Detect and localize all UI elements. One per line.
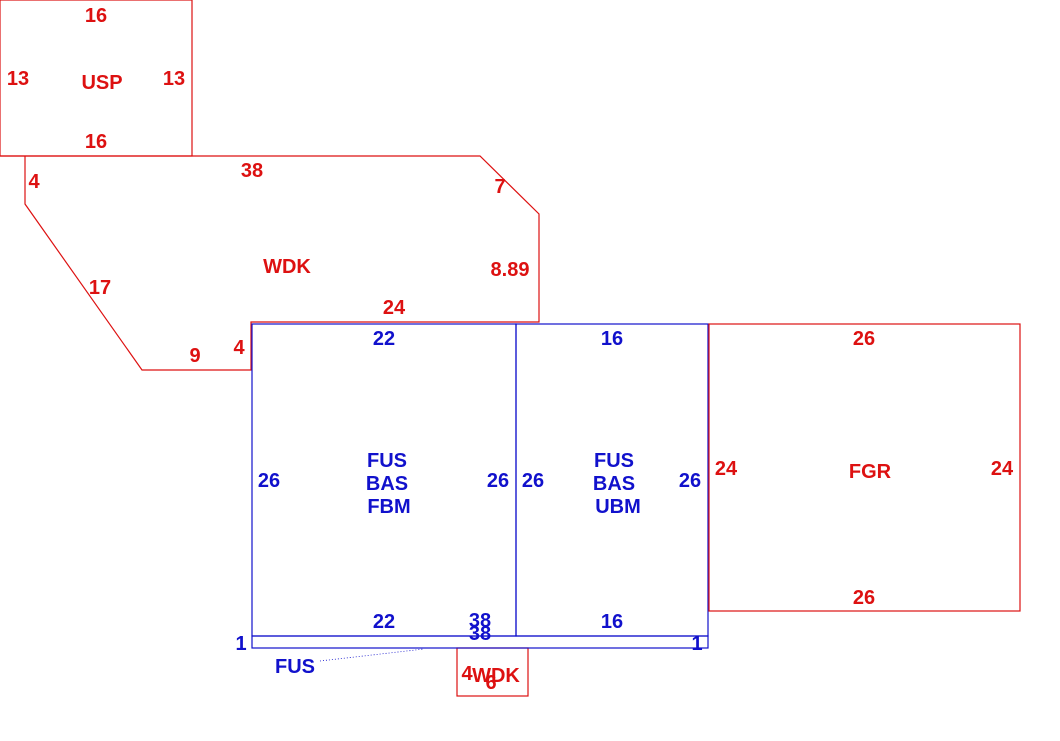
wdk-main-dim-bottom-left: 9 — [189, 345, 200, 367]
fgr-outline — [708, 323, 1021, 612]
wdk-main-dim-diagonal: 17 — [89, 277, 111, 299]
usp-dim-bottom: 16 — [85, 131, 107, 153]
fus-strip-dim-right: 1 — [691, 633, 702, 655]
fbm-room-dim-right: 26 — [487, 470, 509, 492]
ubm-room-label-line1: FUS — [594, 450, 634, 472]
wdk-main-dim-corner: 7 — [494, 176, 505, 198]
wdk-main-dim-top: 38 — [241, 160, 263, 182]
fbm-room-dim-bottom: 22 — [373, 611, 395, 633]
wdk-main-dim-left-top: 4 — [28, 171, 40, 193]
wdk-main-outline — [0, 155, 540, 371]
fus-strip-dim-bottom: 38 — [469, 623, 491, 645]
wdk-small-dim-left: 4 — [461, 663, 473, 685]
fgr-dim-right: 24 — [991, 458, 1014, 480]
fus-strip-leader-line — [319, 648, 425, 662]
fus-strip-label: FUS — [275, 656, 315, 678]
usp-area[interactable]: USP 16 16 13 13 — [0, 0, 193, 157]
fgr-dim-top: 26 — [853, 328, 875, 350]
fus-strip-outline — [251, 635, 709, 649]
fus-strip-dim-left: 1 — [235, 633, 246, 655]
wdk-main-dim-right: 8.89 — [491, 259, 530, 281]
fbm-room-label-line1: FUS — [367, 450, 407, 472]
wdk-small-dim-bottom: 6 — [485, 672, 496, 694]
wdk-main-area[interactable]: WDK 38 7 8.89 24 4 17 9 4 — [0, 155, 540, 371]
wdk-small-area[interactable]: WDK 4 6 — [456, 647, 529, 697]
fbm-room-label-line3: FBM — [367, 496, 410, 518]
ubm-room-dim-bottom: 16 — [601, 611, 623, 633]
fbm-room-dim-top: 22 — [373, 328, 395, 350]
ubm-room-dim-left: 26 — [522, 470, 544, 492]
wdk-small-label: WDK — [472, 665, 520, 687]
usp-dim-top: 16 — [85, 5, 107, 27]
fbm-room-dim-left: 26 — [258, 470, 280, 492]
wdk-main-label: WDK — [263, 256, 311, 278]
usp-dim-left: 13 — [7, 68, 29, 90]
fbm-room[interactable]: FUS BAS FBM 22 22 26 26 — [251, 323, 517, 637]
fus-strip-dim-top: 38 — [469, 610, 491, 632]
usp-label: USP — [81, 72, 122, 94]
fbm-room-label-line2: BAS — [366, 473, 408, 495]
ubm-room-dim-right: 26 — [679, 470, 701, 492]
ubm-room-dim-top: 16 — [601, 328, 623, 350]
wdk-main-dim-bottom: 24 — [383, 297, 406, 319]
fus-strip-area[interactable]: FUS 38 38 1 1 — [235, 610, 709, 678]
fgr-label: FGR — [849, 461, 892, 483]
ubm-room-label-line3: UBM — [595, 496, 641, 518]
ubm-room-label-line2: BAS — [593, 473, 635, 495]
fgr-area[interactable]: FGR 26 26 24 24 — [708, 323, 1021, 612]
ubm-room[interactable]: FUS BAS UBM 16 16 26 26 — [515, 323, 709, 637]
wdk-main-dim-inner-step: 4 — [233, 337, 245, 359]
usp-dim-right: 13 — [163, 68, 185, 90]
fgr-dim-bottom: 26 — [853, 587, 875, 609]
fgr-dim-left: 24 — [715, 458, 738, 480]
